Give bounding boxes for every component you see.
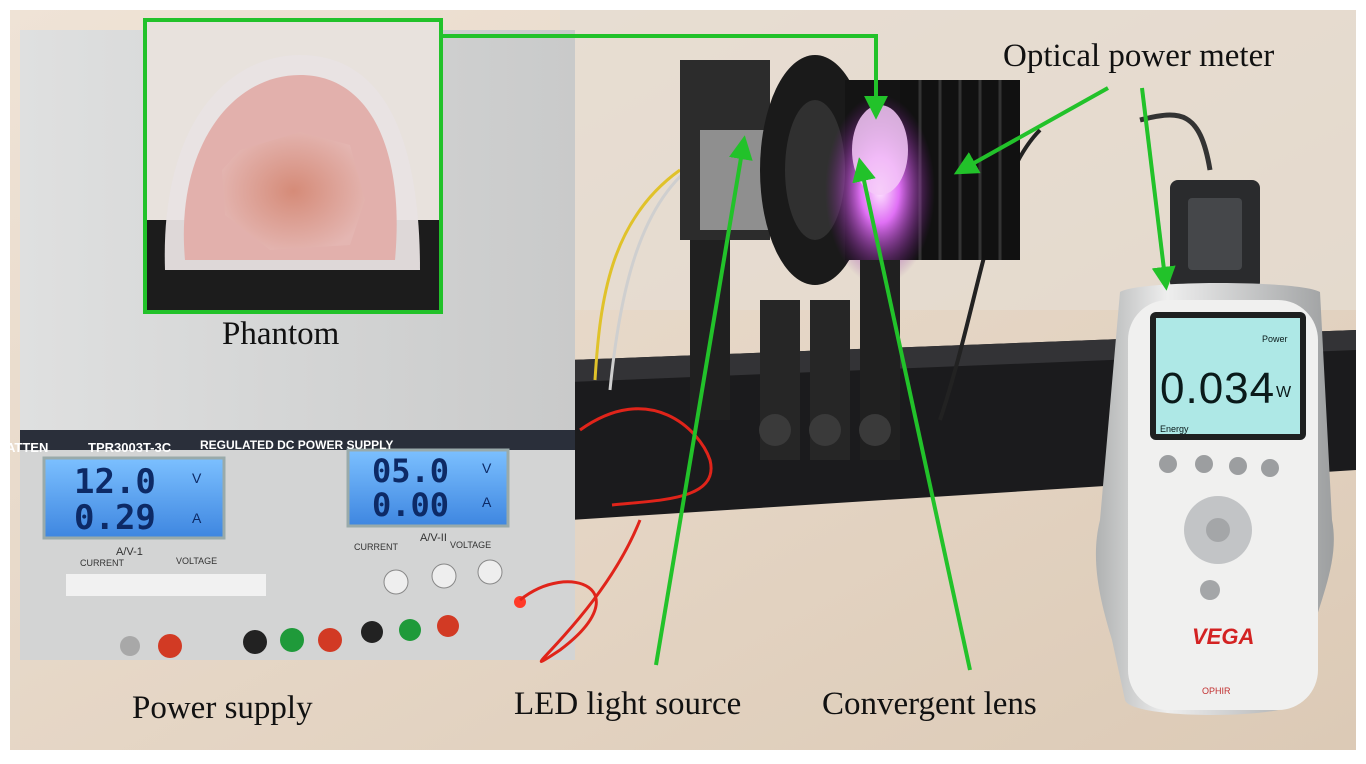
arrow-icon [852,157,972,671]
meter-maker-logo: OPHIR [1202,686,1231,696]
ch2-unit-v: V [482,460,492,476]
meter-softkey [1195,455,1213,473]
ch2-unit-a: A [482,494,492,510]
ch2-current-label: CURRENT [354,542,398,552]
ch2-current-readout: 0.00 [372,486,450,524]
meter-softkey [1229,457,1247,475]
ch1-current-label: CURRENT [80,558,124,568]
terminal-knob [361,621,383,643]
meter-screen [1156,318,1300,434]
ch2-voltage-label: VOLTAGE [450,540,492,550]
meter-menu-top: Power [1262,334,1288,344]
arrow-icon [439,34,888,120]
meter-reading: 0.034 [1160,364,1276,413]
power-button-icon [1200,580,1220,600]
ch1-name: A/V-1 [116,546,143,558]
psu-model: TPR3003T-3C [88,440,172,455]
label-convergent-lens: Convergent lens [822,686,1037,722]
lcd-panel-right [346,448,510,528]
ch1-unit-v: V [192,470,202,486]
annotation-arrows [439,34,1176,671]
info-strip [66,574,266,596]
lcd-panel-left [42,456,226,540]
psu-button [477,559,503,585]
label-led-light-source: LED light source [514,686,742,722]
ch2-name: A/V-II [420,532,447,544]
ch1-voltage-label: VOLTAGE [176,556,218,566]
arrow-icon [1140,87,1176,291]
meter-menu-bottom: Energy [1160,424,1189,434]
psu-button [383,569,409,595]
label-optical-power-meter: Optical power meter [1003,38,1275,74]
terminal-knob [437,615,459,637]
arrow-icon [953,86,1109,175]
ch1-unit-a: A [192,510,202,526]
psu-brand: ATTEN [6,440,49,455]
terminal-knob [399,619,421,641]
label-phantom: Phantom [222,316,340,352]
meter-unit: W [1276,384,1292,401]
ch2-voltage-readout: 05.0 [372,452,450,490]
meter-softkey [1159,455,1177,473]
terminal-knob [158,634,182,658]
psu-button [431,563,457,589]
phantom-inset [143,18,443,314]
convergent-lens-element [852,105,908,195]
label-power-supply: Power supply [132,690,313,726]
terminal-knob [280,628,304,652]
psu-banner: REGULATED DC POWER SUPPLY [200,438,394,452]
ch1-voltage-readout: 12.0 [74,462,156,502]
terminal-knob [318,628,342,652]
ch1-current-readout: 0.29 [74,498,156,538]
meter-softkey [1261,459,1279,477]
meter-brand: VEGA [1192,624,1255,649]
arrow-icon [654,135,753,666]
terminal-knob [243,630,267,654]
terminal-knob [120,636,140,656]
optical-power-meter [1095,180,1334,715]
phantom-lesion [222,132,365,250]
